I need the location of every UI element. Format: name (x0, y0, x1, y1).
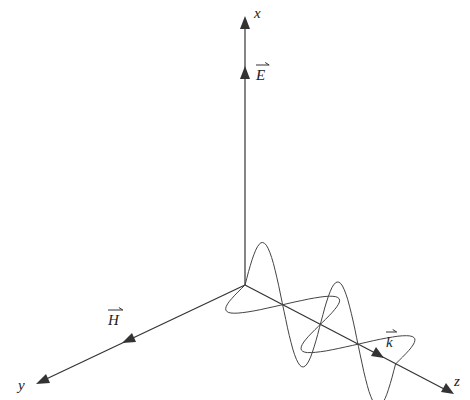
k-arrowhead (371, 347, 384, 358)
x-axis-label: x (254, 6, 261, 21)
y-arrowhead (36, 374, 50, 384)
y-axis-label: y (18, 378, 25, 393)
x-axis (244, 24, 245, 285)
x-arrowhead (240, 16, 250, 29)
magnetic-wave (226, 285, 415, 364)
vector-overline (256, 63, 269, 66)
vector-overline (386, 330, 397, 333)
h-field-label: H (108, 313, 119, 328)
h-arrowhead (122, 333, 136, 343)
y-axis (42, 285, 245, 381)
k-vector-label: k (386, 335, 393, 350)
z-arrowhead (441, 383, 454, 394)
e-arrowhead (240, 66, 250, 79)
electric-wave (245, 243, 396, 400)
z-axis-label: z (454, 374, 460, 389)
z-axis (245, 285, 446, 390)
e-field-label: E (256, 68, 265, 83)
vector-overline (108, 308, 123, 311)
